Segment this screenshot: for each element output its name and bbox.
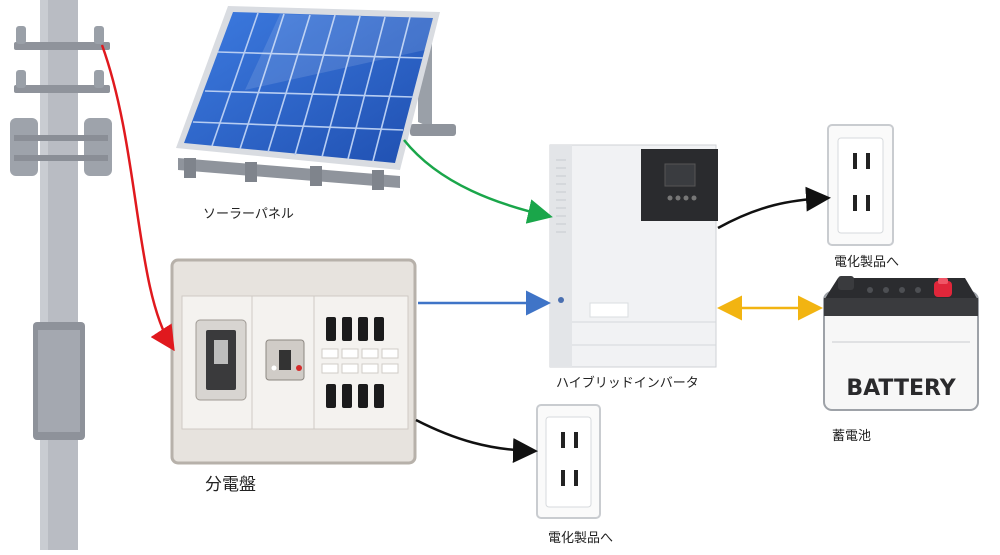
hybrid-inverter-label: ハイブリッドインバータ xyxy=(556,376,699,391)
storage-battery-label: 蓄電池 xyxy=(832,429,872,444)
solar-panel-icon xyxy=(176,6,456,190)
outlet-top-label: 電化製品へ xyxy=(834,255,900,270)
inverter-to-outlet-line xyxy=(717,186,831,230)
distribution-board-label: 分電盤 xyxy=(205,475,256,495)
outlet-bottom-label: 電化製品へ xyxy=(548,531,614,546)
outlet-icon xyxy=(536,404,601,519)
battery-print: BATTERY xyxy=(846,376,956,401)
inverter-icon xyxy=(549,144,718,368)
utility-pole-icon xyxy=(10,0,112,550)
solar-to-inverter-line xyxy=(403,139,553,224)
outlet-icon xyxy=(827,124,894,246)
board-to-outlet-line xyxy=(415,418,538,464)
battery-icon: BATTERY xyxy=(823,276,979,411)
distribution-board-icon xyxy=(170,258,417,465)
grid-to-board-line xyxy=(100,44,175,352)
solar-panel-label: ソーラーパネル xyxy=(203,207,294,222)
